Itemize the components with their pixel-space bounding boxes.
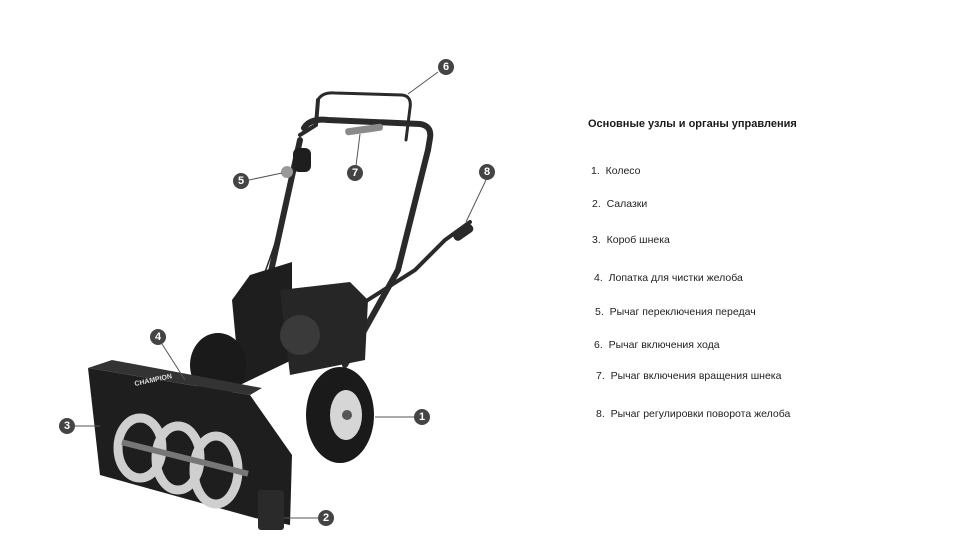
callout-4: 4 [150, 329, 166, 345]
handle-top-tube [301, 116, 434, 153]
leader-4 [161, 343, 186, 381]
auger-housing [88, 368, 292, 525]
svg-text:3: 3 [64, 420, 70, 432]
svg-text:1: 1 [419, 411, 425, 423]
legend-item-number: 3. [592, 234, 601, 246]
legend-item-number: 6. [594, 339, 603, 351]
drive-lever-bar [316, 91, 412, 142]
legend-item-label: Рычаг включения вращения шнека [610, 370, 782, 382]
legend-item-auger-housing: 3. Короб шнека [592, 234, 670, 246]
svg-text:4: 4 [155, 331, 162, 343]
legend-item-chute-crank: 8. Рычаг регулировки поворота желоба [596, 408, 790, 420]
callout-5: 5 [233, 173, 249, 189]
legend-item-number: 7. [596, 370, 605, 382]
legend-item-label: Рычаг включения хода [608, 339, 720, 351]
callout-2: 2 [318, 510, 334, 526]
auger-blade-2 [151, 421, 205, 495]
callout-6: 6 [438, 59, 454, 75]
legend-item-drive-lever: 6. Рычаг включения хода [594, 339, 720, 351]
legend-item-auger-lever: 7. Рычаг включения вращения шнека [596, 370, 781, 382]
svg-text:7: 7 [352, 167, 358, 179]
legend-item-number: 2. [592, 198, 601, 210]
callout-8: 8 [479, 164, 495, 180]
svg-text:8: 8 [484, 166, 490, 178]
legend-item-number: 1. [591, 165, 600, 177]
svg-text:5: 5 [238, 175, 244, 187]
legend-item-label: Лопатка для чистки желоба [608, 272, 743, 284]
skid-shoe [258, 490, 284, 530]
callout-3: 3 [59, 418, 75, 434]
auger-lever-grip [345, 123, 383, 136]
engine-fan [280, 315, 320, 355]
legend-item-number: 4. [594, 272, 603, 284]
legend-item-chute-tool: 4. Лопатка для чистки желоба [594, 272, 743, 284]
svg-text:6: 6 [443, 61, 449, 73]
leader-5 [248, 172, 283, 181]
legend-item-number: 5. [595, 306, 604, 318]
legend-item-label: Салазки [606, 198, 648, 210]
legend-item-label: Рычаг переключения передач [609, 306, 756, 318]
left-handle-tube [298, 98, 320, 137]
chute-crank-handle [453, 223, 474, 241]
discharge-chute [232, 262, 292, 385]
callout-1: 1 [414, 409, 430, 425]
gear-selector [293, 148, 311, 172]
legend-title: Основные узлы и органы управления [588, 118, 797, 130]
legend-item-label: Колесо [605, 165, 641, 177]
gear-lever-knob [281, 166, 293, 178]
leader-7 [355, 133, 361, 167]
legend-item-label: Рычаг регулировки поворота желоба [610, 408, 791, 420]
chute-crank-rod [358, 220, 472, 307]
svg-text:2: 2 [323, 512, 329, 524]
legend-item-label: Короб шнека [606, 234, 670, 246]
leader-6 [407, 71, 439, 95]
auger-shaft [121, 439, 249, 477]
legend-item-number: 8. [596, 408, 605, 420]
leader-lines [75, 71, 487, 519]
leader-8 [465, 179, 487, 223]
wheel-hub [342, 410, 352, 420]
callout-7: 7 [347, 165, 363, 181]
legend-item-gear-lever: 5. Рычаг переключения передач [595, 306, 756, 318]
legend-item-skid: 2. Салазки [592, 198, 647, 210]
auger-housing-top [88, 360, 262, 395]
legend-item-wheel: 1. Колесо [591, 165, 641, 177]
auger-blade-1 [113, 413, 167, 483]
